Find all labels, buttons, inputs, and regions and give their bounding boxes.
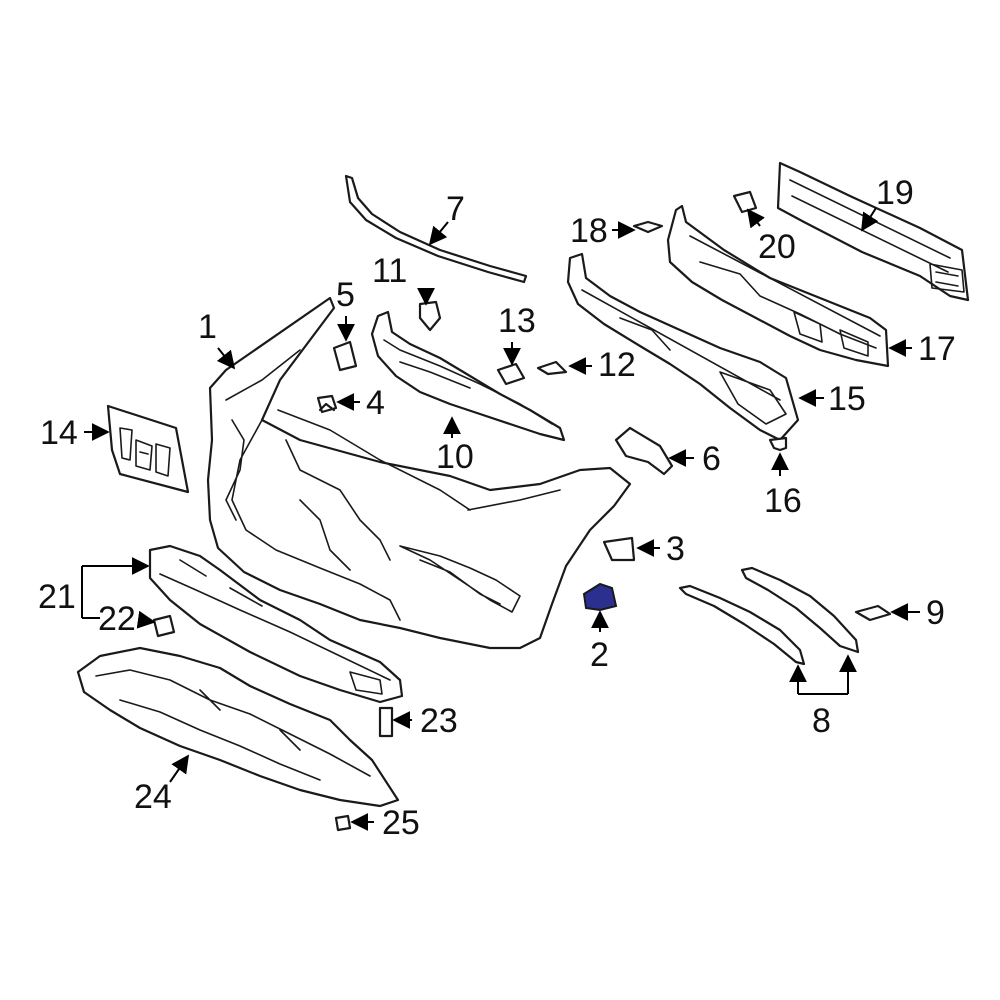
part-11-clip[interactable]	[418, 300, 442, 332]
callout-10: 10	[436, 438, 474, 476]
callout-6: 6	[702, 440, 721, 478]
callout-12: 12	[598, 346, 636, 384]
part-13-nut[interactable]	[496, 362, 526, 386]
part-20-bolt[interactable]	[732, 190, 758, 214]
callout-23: 23	[420, 702, 458, 740]
callout-18: 18	[570, 212, 608, 250]
callout-21: 21	[38, 578, 76, 616]
callout-13: 13	[498, 302, 536, 340]
part-18-bolt[interactable]	[632, 220, 664, 234]
callout-20: 20	[758, 228, 796, 266]
callout-15: 15	[828, 380, 866, 418]
callout-22: 22	[98, 600, 136, 638]
part-2-highlighted-part[interactable]	[582, 582, 618, 612]
part-14-license-bracket[interactable]	[106, 404, 190, 494]
callout-4: 4	[366, 384, 385, 422]
part-24-engine-undercover[interactable]	[76, 646, 400, 808]
part-10-upper-bracket[interactable]	[370, 310, 566, 442]
part-9-bolt[interactable]	[854, 604, 892, 622]
callout-14: 14	[40, 414, 78, 452]
callout-24: 24	[134, 778, 172, 816]
callout-17: 17	[918, 330, 956, 368]
callout-2: 2	[590, 636, 609, 674]
callout-16: 16	[764, 482, 802, 520]
part-12-bolt[interactable]	[536, 360, 568, 376]
part-17-energy-absorber[interactable]	[666, 204, 890, 368]
callout-7: 7	[446, 190, 465, 228]
part-1-bumper-cover[interactable]	[206, 296, 632, 650]
callout-5: 5	[336, 276, 355, 314]
leader-lines	[81, 207, 920, 831]
part-5-clip[interactable]	[332, 340, 358, 372]
part-15-side-absorber[interactable]	[566, 252, 800, 442]
part-6-bracket[interactable]	[614, 426, 674, 476]
part-25-bolt[interactable]	[334, 814, 352, 832]
callout-1: 1	[198, 308, 217, 346]
callout-9: 9	[926, 594, 945, 632]
part-7-upper-molding[interactable]	[344, 174, 528, 284]
callout-11: 11	[372, 252, 407, 290]
part-23-bolt[interactable]	[378, 706, 394, 738]
callout-3: 3	[666, 530, 685, 568]
callout-19: 19	[876, 174, 914, 212]
callout-labels: 1 2 3 4 5 6 7 8 9 10 11 12 13 14 15 16 1…	[38, 174, 956, 842]
part-21-lower-bracket[interactable]	[148, 544, 404, 704]
part-4-bolt[interactable]	[316, 394, 338, 414]
part-22-retainer[interactable]	[152, 614, 176, 638]
part-8-side-molding[interactable]	[678, 566, 860, 666]
part-19-bumper-reinforcement[interactable]	[776, 161, 970, 302]
part-3-bracket[interactable]	[602, 536, 636, 562]
part-16-clip[interactable]	[768, 436, 788, 452]
callout-25: 25	[382, 804, 420, 842]
callout-8: 8	[812, 702, 831, 740]
